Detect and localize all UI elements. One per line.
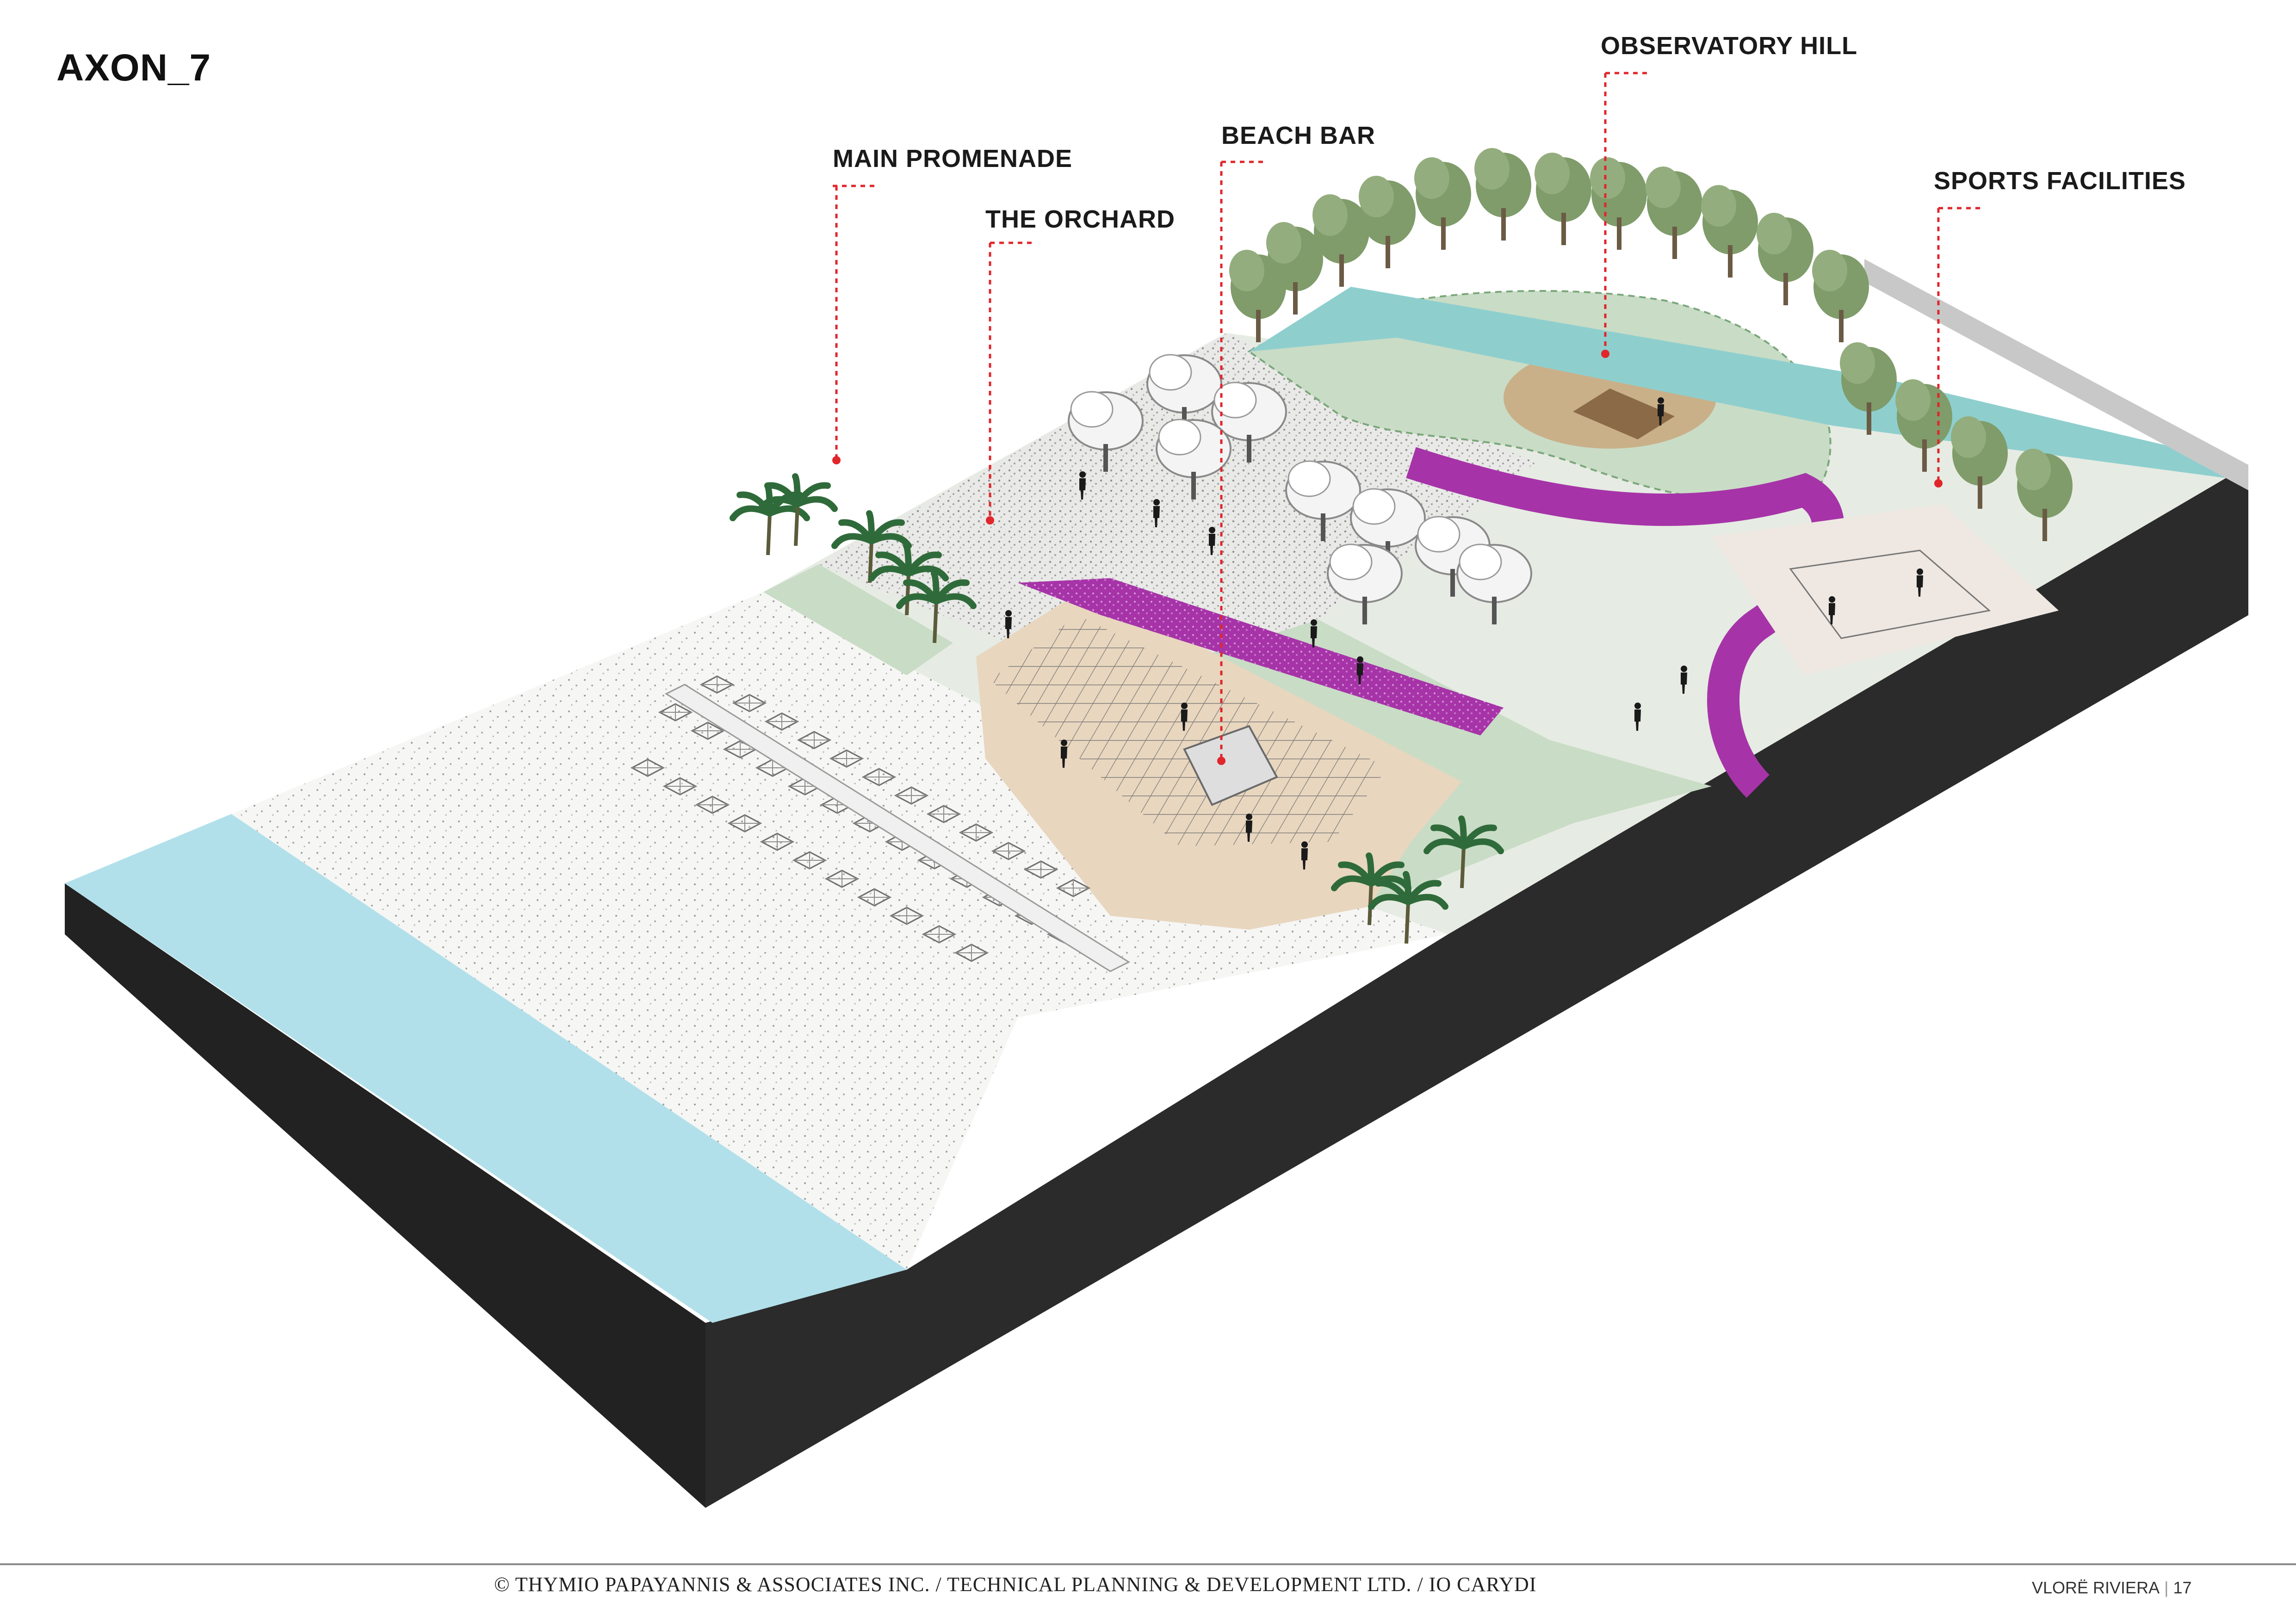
- deck-purple-edge: [1018, 578, 1504, 735]
- label-main-promenade: MAIN PROMENADE: [833, 145, 1073, 173]
- back-wall: [1864, 259, 2248, 490]
- footer-project: VLORË RIVIERA: [2032, 1578, 2160, 1597]
- leader-the-orchard: [989, 241, 1032, 518]
- bar-counter: [1183, 725, 1278, 806]
- sports-court-area: [1712, 504, 2059, 675]
- planter-left: [763, 564, 953, 675]
- leader-observatory-hill: [1604, 72, 1647, 352]
- label-observatory-hill: OBSERVATORY HILL: [1601, 32, 1858, 60]
- footer-credits: © THYMIO PAPAYANNIS & ASSOCIATES INC. / …: [494, 1573, 1537, 1596]
- sports-court-lines: [1789, 549, 1991, 639]
- leader-sports-facilities: [1937, 207, 1980, 481]
- leader-beach-bar: [1220, 160, 1263, 759]
- leader-lines: [833, 72, 1980, 759]
- pergola: [990, 615, 1388, 846]
- label-the-orchard: THE ORCHARD: [985, 205, 1175, 233]
- beach-sand: [231, 592, 1448, 1270]
- sea: [65, 814, 907, 1323]
- footer-rule: [0, 1563, 2296, 1565]
- label-beach-bar: BEACH BAR: [1221, 122, 1375, 149]
- label-sports-facilities: SPORTS FACILITIES: [1934, 167, 2186, 195]
- footer-page-number: 17: [2173, 1578, 2192, 1597]
- ground-section-front: [65, 883, 706, 1508]
- ground-section-side: [706, 465, 2248, 1508]
- leader-dots: [832, 350, 1943, 765]
- sheet-title: AXON_7: [56, 47, 211, 89]
- footer-separator: |: [2164, 1578, 2169, 1597]
- footer-page-tag: VLORË RIVIERA|17: [2032, 1578, 2192, 1598]
- beach-boardwalk: [664, 684, 1131, 972]
- observatory-platform: [1573, 389, 1675, 439]
- leader-main-promenade: [833, 185, 874, 458]
